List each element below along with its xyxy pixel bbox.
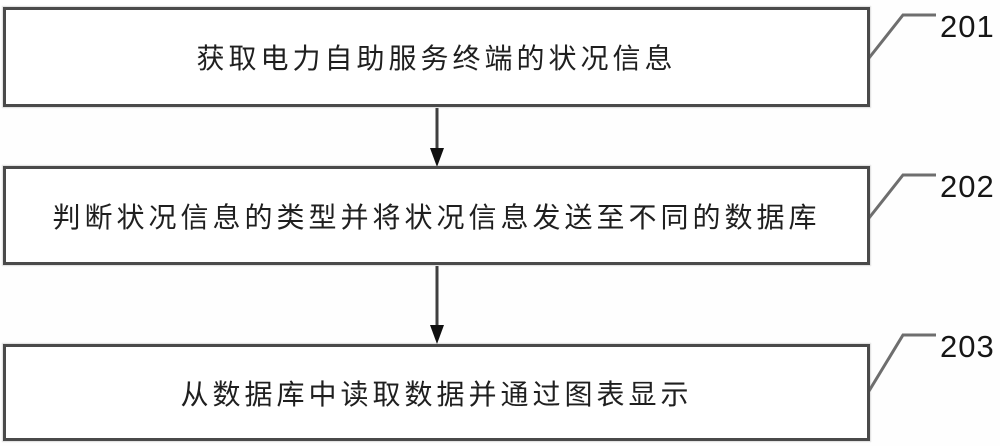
- leader-line-201: [867, 13, 936, 59]
- flow-step-box-2: 判断状况信息的类型并将状况信息发送至不同的数据库: [3, 166, 870, 265]
- reference-number-203: 203: [940, 329, 995, 364]
- flow-step-box-1: 获取电力自助服务终端的状况信息: [3, 7, 870, 107]
- leader-line-202: [867, 173, 936, 219]
- arrow-step2-to-step3: [430, 266, 444, 344]
- arrow-head-icon: [430, 325, 444, 344]
- flow-step-2-text: 判断状况信息的类型并将状况信息发送至不同的数据库: [52, 201, 821, 233]
- leader-line-203: [867, 333, 936, 392]
- flow-step-box-3: 从数据库中读取数据并通过图表显示: [3, 344, 870, 441]
- flow-step-3-text: 从数据库中读取数据并通过图表显示: [180, 378, 693, 410]
- arrow-head-icon: [430, 148, 444, 167]
- flow-step-1-text: 获取电力自助服务终端的状况信息: [196, 43, 677, 74]
- reference-number-201: 201: [940, 9, 995, 44]
- reference-number-202: 202: [940, 169, 995, 204]
- arrow-step1-to-step2: [430, 108, 444, 167]
